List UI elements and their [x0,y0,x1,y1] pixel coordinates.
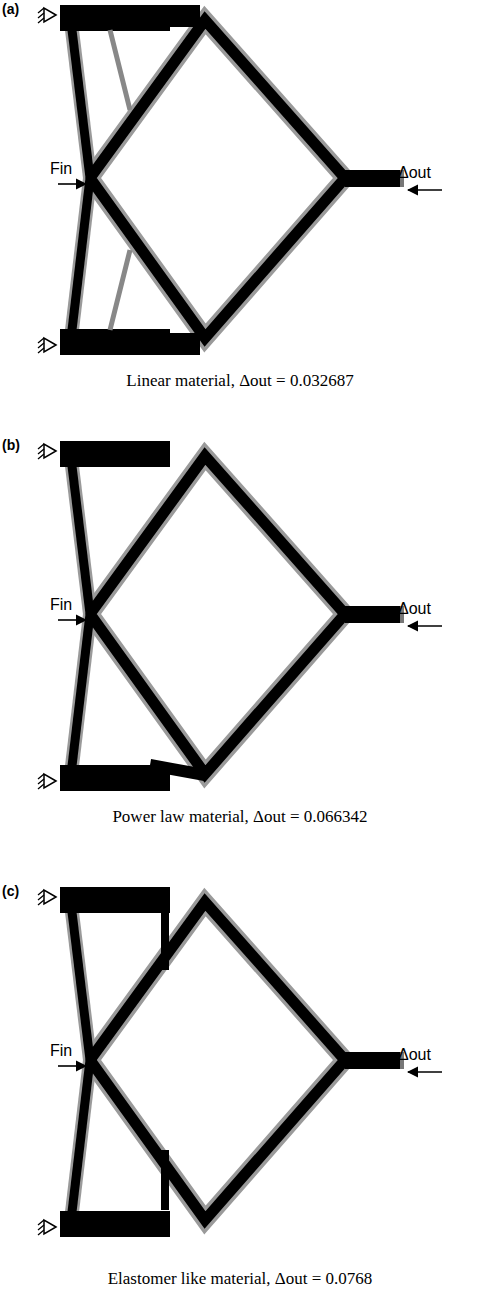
displacement-label: Δout [398,600,431,618]
panel-c-figure [38,887,442,1237]
panel-letter: (b) [2,438,20,453]
panel-letter: (a) [2,2,19,17]
figure-caption: Elastomer like material, Δout = 0.0768 [108,1270,373,1289]
force-label: Fin [50,160,72,178]
figure-caption: Linear material, Δout = 0.032687 [126,372,353,391]
displacement-label: Δout [398,1046,431,1064]
panel-b-figure [38,441,442,791]
force-label: Fin [50,596,72,614]
figure-caption: Power law material, Δout = 0.066342 [112,808,367,827]
panel-letter: (c) [2,884,19,899]
displacement-label: Δout [398,164,431,182]
panel-a-figure [38,5,442,355]
force-label: Fin [50,1042,72,1060]
